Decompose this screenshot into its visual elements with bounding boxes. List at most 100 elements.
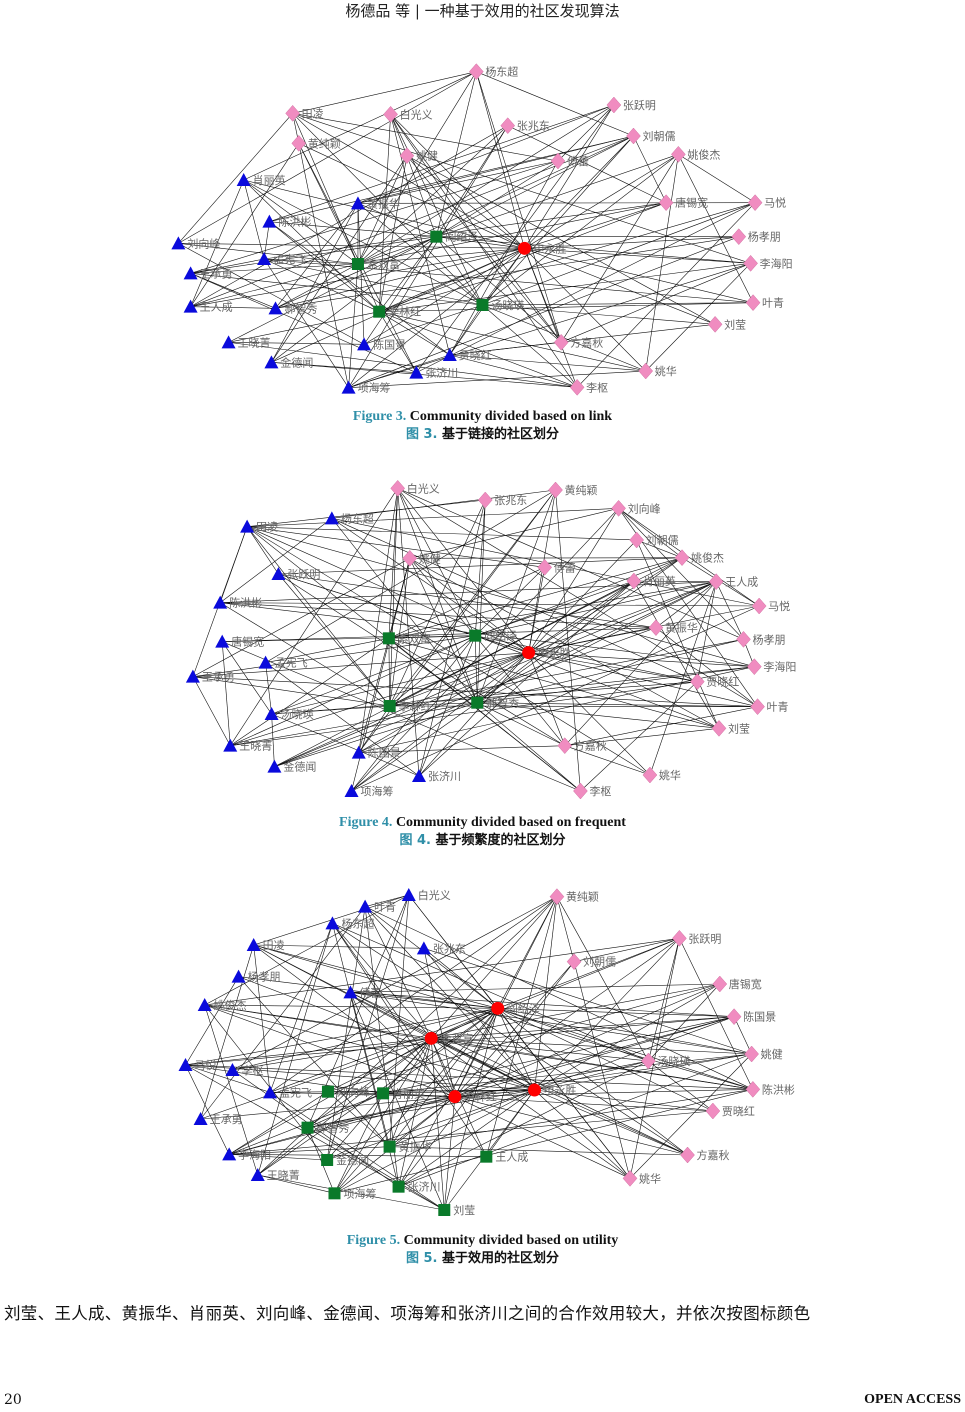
network-edge (298, 143, 349, 388)
network-edge (253, 944, 753, 1090)
network-edge (269, 104, 614, 222)
diamond-marker (383, 105, 398, 123)
node-label: 贾晓红 (706, 676, 739, 689)
network-edge (430, 1038, 445, 1211)
square-marker (438, 1204, 451, 1216)
network-edge (307, 1038, 432, 1128)
network-edge (190, 179, 244, 307)
node-diamond: 姚俊杰 (671, 145, 720, 163)
network-edge (454, 938, 680, 1097)
node-label: 陈国景 (368, 746, 401, 760)
network-edge (431, 1038, 631, 1179)
network-edge (271, 681, 698, 715)
square-marker (383, 1140, 396, 1153)
network-edge (390, 114, 408, 156)
network-edge (307, 1093, 384, 1128)
network-edge (560, 154, 679, 343)
diamond-marker (744, 1045, 759, 1063)
network-edge (292, 71, 477, 114)
caption-label-zh: 图 5. (405, 1251, 438, 1266)
network-edge (364, 906, 535, 1091)
network-edge (334, 1038, 432, 1194)
caption-text: Community divided based on frequent (392, 815, 626, 830)
triangle-marker (325, 916, 340, 930)
network-edge (275, 236, 739, 309)
network-edge (524, 248, 646, 372)
node-label: 孟宪飞 (275, 656, 308, 670)
node-square: 郝智秀 (471, 696, 519, 710)
network-edge (185, 1064, 535, 1091)
network-edge (246, 526, 279, 575)
node-label: 郝智秀 (486, 696, 519, 710)
network-edge (357, 202, 667, 265)
network-edge (629, 938, 680, 1179)
network-edge (418, 499, 486, 777)
network-edge (247, 508, 619, 527)
network-edge (192, 676, 390, 707)
node-label: 张跃明 (287, 567, 320, 581)
node-label: 申永胜 (533, 241, 566, 255)
node-label: 陈洪彬 (278, 215, 311, 229)
node-triangle: 唐锡宽 (215, 634, 264, 649)
network-edge (474, 499, 486, 636)
network-edge (269, 221, 380, 312)
network-edge (524, 248, 578, 388)
triangle-marker (344, 784, 359, 797)
circle-marker (448, 1090, 462, 1104)
network-edge (390, 114, 451, 356)
network-edge (436, 236, 562, 343)
network-edge (307, 1127, 335, 1194)
network-edge (351, 652, 529, 792)
node-label: 王晓菁 (239, 740, 272, 753)
node-label: 姚俊杰 (214, 998, 247, 1012)
square-marker (351, 258, 364, 270)
node-label: 刘朝儒 (642, 130, 675, 143)
node-diamond: 杨东超 (468, 63, 518, 81)
node-diamond: 黄纯颖 (291, 134, 341, 152)
triangle-marker (409, 365, 424, 379)
network-edge (348, 354, 450, 388)
triangle-marker (185, 669, 200, 683)
network-edge (382, 1008, 498, 1094)
diamond-marker (629, 531, 644, 549)
diamond-marker (291, 134, 307, 152)
network-edge (185, 1016, 735, 1066)
triangle-marker (258, 655, 273, 669)
network-edge (454, 1096, 631, 1179)
network-edge (364, 906, 498, 1009)
body-paragraph: 刘莹、王人成、黄振华、肖丽英、刘向峰、金德闻、项海筹和张济川之间的合作效用较大，… (4, 1304, 811, 1323)
node-diamond: 姚健 (744, 1045, 783, 1063)
network-edge (423, 948, 752, 1055)
node-label: 王晓菁 (267, 1169, 300, 1182)
node-label: 李林红 (464, 1090, 497, 1104)
network-edge (350, 992, 735, 1017)
network-edge (409, 558, 476, 636)
running-header: 杨德品 等 | 一种基于效用的社区发现算法 (345, 2, 620, 20)
network-edge (292, 113, 483, 306)
network-edge (564, 706, 758, 746)
network-edge (264, 202, 667, 260)
network-edge (185, 1008, 498, 1066)
triangle-marker (401, 888, 416, 901)
network-edge (648, 938, 680, 1062)
network-edge (351, 702, 478, 792)
node-label: 汤晓瑛 (657, 1054, 690, 1068)
triangle-marker (343, 985, 358, 999)
network-edge (431, 1038, 649, 1062)
node-diamond: 姚华 (622, 1169, 661, 1187)
network-edge (332, 923, 487, 1157)
network-edge (477, 580, 635, 703)
network-edge (269, 896, 558, 1093)
network-edge (271, 236, 437, 363)
network-edge (390, 114, 525, 249)
network-edge (185, 1064, 753, 1090)
node-diamond: 田凌 (285, 104, 324, 122)
network-edge (430, 1038, 456, 1097)
network-edge (257, 1174, 335, 1194)
triangle-marker (257, 252, 272, 265)
network-edge (561, 263, 751, 343)
triangle-marker (341, 380, 356, 394)
node-diamond: 李海阳 (743, 254, 793, 272)
network-edge (388, 581, 717, 639)
